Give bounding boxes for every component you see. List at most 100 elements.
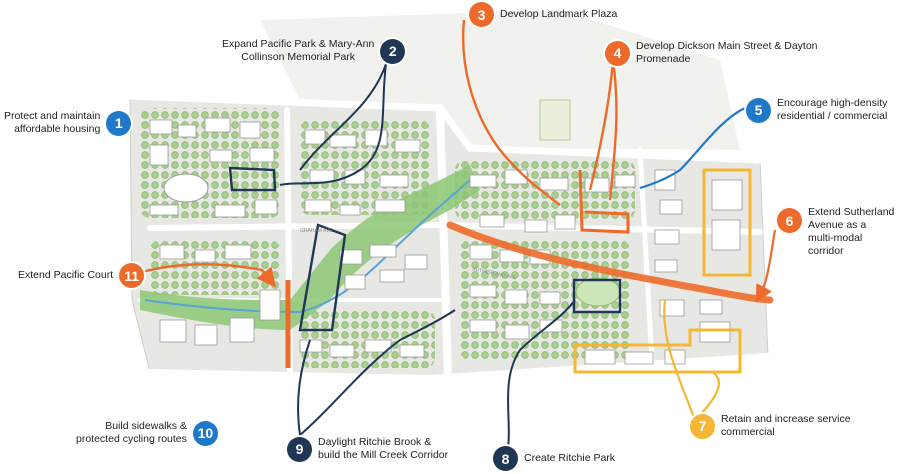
callout-11: Extend Pacific Court 11 [18,263,145,288]
callout-10: Build sidewalks &protected cycling route… [76,420,218,446]
building-block [539,177,569,191]
building-block [194,324,218,346]
building-block [149,204,179,216]
building-block [149,119,173,135]
building-block [711,219,741,251]
callout-2-badge: 2 [380,38,406,64]
pacific-court-line-11 [141,263,276,288]
building-block [699,321,731,343]
building-block [654,259,678,273]
building-block [654,229,680,245]
callout-1-badge: 1 [106,110,132,136]
building-block [224,244,252,260]
callout-3: 3 Develop Landmark Plaza [469,2,617,27]
ritchie-park-oval [575,277,621,307]
building-block [469,319,497,333]
pointer-7 [663,299,721,421]
pointer-8 [507,299,576,449]
building-block [149,144,169,166]
building-block [399,344,425,358]
building-block [659,199,683,215]
building-block [239,121,261,139]
callout-6-badge: 6 [777,208,802,233]
building-block [249,147,275,163]
building-block [711,179,743,211]
landmark-tower [539,99,571,141]
building-block [469,244,493,260]
building-block [344,274,366,290]
building-block [369,244,397,258]
brook-line [144,179,471,314]
service-commercial-area-7a [702,168,752,277]
building-block [259,289,281,321]
building-block [374,199,406,213]
pointer-9 [297,309,456,436]
building-block [159,319,187,343]
pointer-5 [639,107,746,190]
building-block [539,291,561,305]
callout-5-badge: 5 [746,97,771,123]
street-label-graham: GRAHAM AVE [300,228,333,234]
building-block [584,349,616,365]
park-outline-2 [228,166,277,192]
main-street-4 [578,169,630,234]
building-block [364,129,388,147]
building-block [204,117,231,133]
building-block [339,249,363,265]
callout-10-badge: 10 [192,420,218,446]
park-outline-2b [298,223,347,332]
building-block [699,299,723,315]
building-block [469,174,497,188]
building-block [309,169,335,183]
building-block [394,139,421,153]
building-block [659,299,685,317]
building-block [304,129,326,145]
callout-11-label: Extend Pacific Court [18,269,114,281]
buildings [149,117,743,365]
sutherland-corridor-6 [446,221,774,304]
roundabout [163,173,209,203]
building-block [209,149,233,163]
building-block [469,284,497,298]
building-block [254,199,278,215]
building-block [664,349,686,365]
callout-10-label: Build sidewalks &protected cycling route… [76,420,187,445]
callout-7-badge: 7 [690,413,715,439]
building-block [479,214,505,228]
callout-8-label: Create Ritchie Park [524,452,616,464]
building-block [504,289,528,305]
building-block [339,204,361,216]
callout-4-badge: 4 [605,40,630,66]
building-block [379,269,405,283]
building-block [614,174,636,188]
building-block [554,214,576,230]
building-block [329,344,355,358]
pointer-3 [461,19,561,206]
building-block [584,177,610,193]
callout-8-badge: 8 [493,446,518,471]
pointer-4 [588,59,618,201]
building-block [214,204,246,218]
building-block [524,219,548,233]
building-block [624,351,654,365]
building-block [654,169,676,191]
building-block [177,124,197,138]
callout-9-label: Daylight Ritchie Brook &build the Mill C… [318,436,449,461]
pointer-6 [755,229,777,303]
building-block [299,339,323,353]
building-block [329,134,357,148]
building-block [504,324,530,340]
